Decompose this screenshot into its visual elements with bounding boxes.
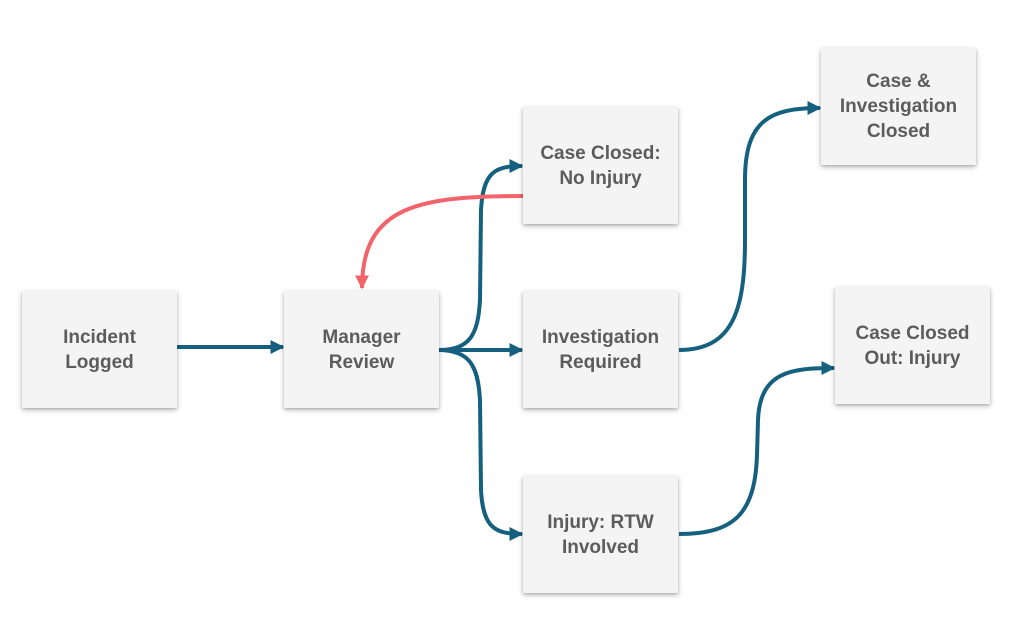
- node-manager-review: Manager Review: [284, 291, 439, 408]
- node-case-closed-out-injury: Case Closed Out: Injury: [835, 287, 990, 404]
- node-label: Investigation Required: [541, 326, 660, 373]
- node-case-closed-no-injury: Case Closed: No Injury: [523, 107, 678, 224]
- node-label: Manager Review: [322, 326, 401, 373]
- node-incident-logged: Incident Logged: [22, 291, 177, 408]
- node-label: Case & Investigation Closed: [839, 71, 958, 142]
- node-case-investigation-closed: Case & Investigation Closed: [821, 48, 976, 165]
- edge-injury-rtw-to-case-closed-out: [678, 361, 836, 536]
- node-investigation-required: Investigation Required: [523, 291, 678, 408]
- node-label: Injury: RTW Involved: [547, 511, 654, 558]
- edge-investigation-to-case-investigation-closed: [678, 101, 822, 352]
- node-label: Case Closed Out: Injury: [855, 322, 970, 369]
- edge-case-closed-back-to-manager: [355, 194, 525, 290]
- node-label: Case Closed: No Injury: [540, 142, 661, 189]
- node-label: Incident Logged: [63, 326, 136, 373]
- edge-manager-to-case-closed-no-injury: [437, 159, 524, 352]
- node-injury-rtw-involved: Injury: RTW Involved: [523, 476, 678, 593]
- edge-manager-to-injury-rtw: [437, 348, 524, 541]
